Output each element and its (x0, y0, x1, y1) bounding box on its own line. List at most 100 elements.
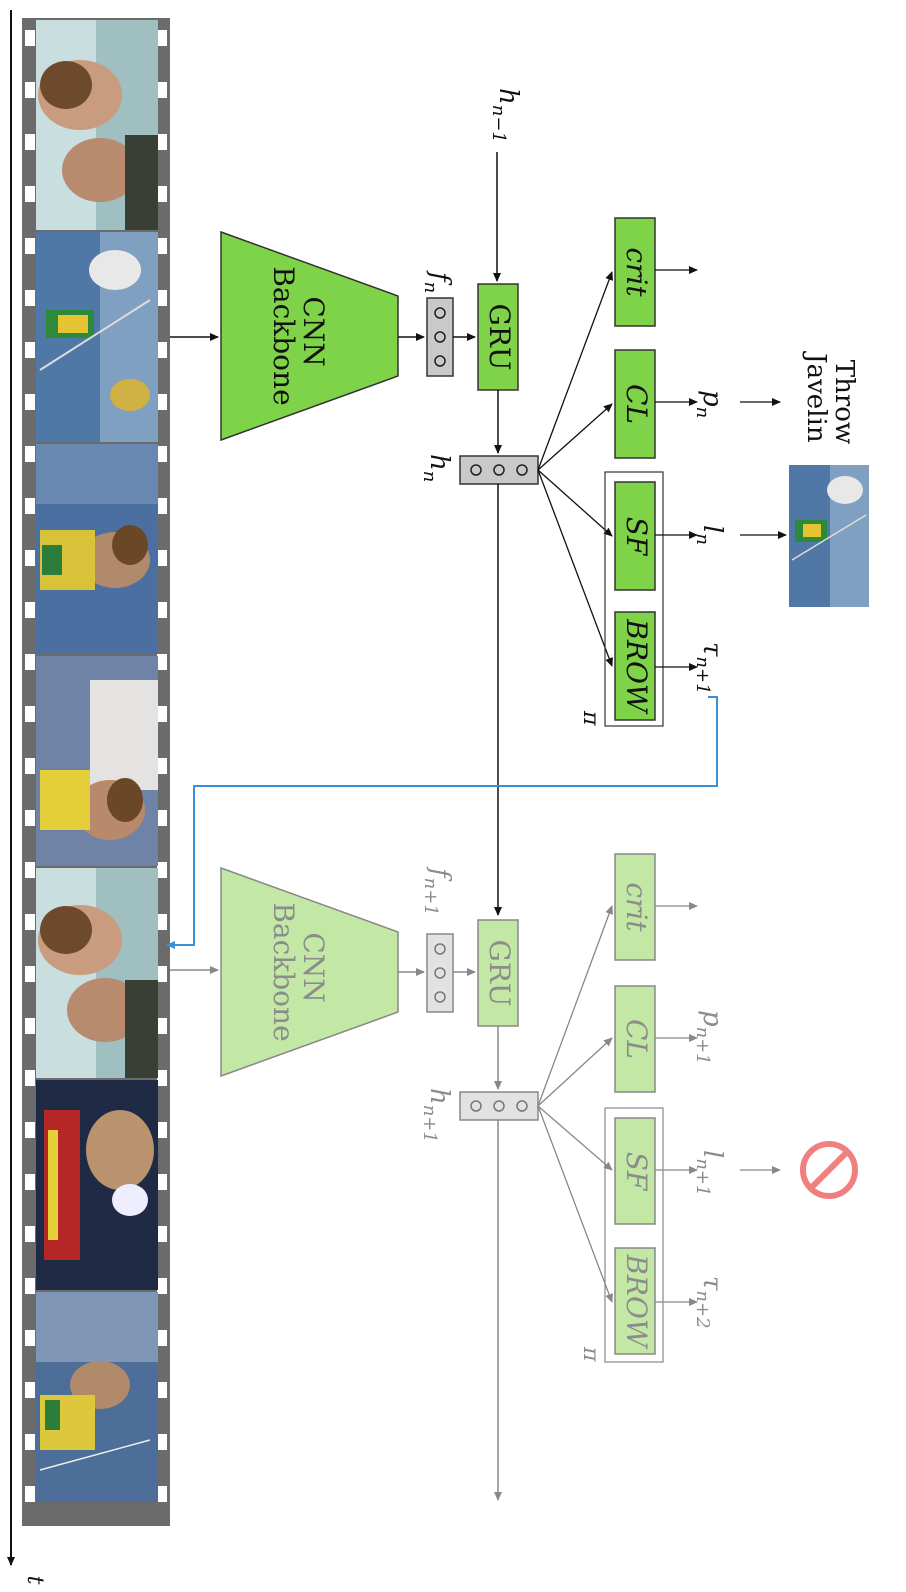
film-sprocket-hole (25, 1278, 35, 1294)
film-sprocket-hole (157, 1174, 167, 1190)
film-sprocket-hole (25, 966, 35, 982)
policy-label: π (578, 710, 603, 726)
film-sprocket-hole (25, 186, 35, 202)
hidden-label-next: hn+1 (419, 1088, 454, 1143)
svg-text:BROW: BROW (620, 618, 653, 715)
film-sprocket-hole (157, 1486, 167, 1502)
svg-text:crit: crit (620, 247, 653, 297)
film-sprocket-hole (157, 706, 167, 722)
film-sprocket-hole (25, 1070, 35, 1086)
head-crit-next: crit (614, 853, 656, 961)
output-tau-next: τn+2 (692, 1276, 727, 1329)
film-sprocket-hole (25, 290, 35, 306)
head-brow: BROW (614, 611, 656, 721)
svg-text:GRU: GRU (483, 939, 516, 1006)
film-sprocket-hole (157, 1330, 167, 1346)
film-sprocket-hole (25, 134, 35, 150)
film-sprocket-hole (25, 1226, 35, 1242)
hidden-state-vector-next (459, 1091, 539, 1121)
film-sprocket-hole (25, 1382, 35, 1398)
film-sprockets (25, 30, 167, 1502)
film-sprocket-hole (157, 446, 167, 462)
film-sprocket-hole (157, 394, 167, 410)
film-sprocket-hole (25, 1330, 35, 1346)
film-sprocket-hole (25, 550, 35, 566)
film-sprocket-hole (25, 602, 35, 618)
selected-frame-thumbnail (789, 465, 869, 607)
video-frame-1 (36, 20, 158, 230)
svg-text:BROW: BROW (620, 1253, 653, 1350)
video-frame-5 (36, 868, 158, 1078)
film-sprocket-hole (157, 30, 167, 46)
film-sprocket-hole (157, 342, 167, 358)
film-sprocket-hole (157, 1018, 167, 1034)
film-sprocket-hole (157, 186, 167, 202)
film-sprocket-hole (157, 914, 167, 930)
film-sprocket-hole (25, 1174, 35, 1190)
film-sprocket-hole (25, 30, 35, 46)
film-sprocket-hole (25, 862, 35, 878)
output-p-next: pn+1 (692, 1010, 727, 1065)
head-cl-next: CL (614, 985, 656, 1093)
film-sprocket-hole (25, 238, 35, 254)
film-sprocket-hole (157, 654, 167, 670)
svg-text:CNN Backbone: CNN Backbone (267, 902, 330, 1041)
film-sprocket-hole (157, 82, 167, 98)
film-sprocket-hole (25, 914, 35, 930)
svg-text:CL: CL (620, 1019, 653, 1059)
film-sprocket-hole (157, 966, 167, 982)
svg-text:Javelin Throw: Javelin Throw (801, 350, 859, 451)
gru-cell: GRU (477, 283, 519, 391)
svg-text:CNN Backbone: CNN Backbone (267, 266, 330, 405)
output-p: pn (692, 390, 727, 418)
film-sprocket-hole (25, 1434, 35, 1450)
film-sprocket-hole (25, 706, 35, 722)
feature-label: fn (420, 270, 455, 293)
svg-text:crit: crit (620, 882, 653, 932)
film-sprocket-hole (157, 498, 167, 514)
film-sprocket-hole (157, 810, 167, 826)
film-sprocket-hole (157, 238, 167, 254)
policy-label-next: π (578, 1346, 603, 1362)
film-sprocket-hole (157, 602, 167, 618)
cnn-backbone-next: CNN Backbone (220, 866, 399, 1078)
head-cl: CL (614, 349, 656, 459)
film-sprocket-hole (25, 394, 35, 410)
feature-vector-next (426, 933, 454, 1013)
output-l-next: ln+1 (692, 1150, 727, 1196)
video-frame-3 (36, 444, 158, 654)
head-sf: SF (614, 481, 656, 591)
svg-text:SF: SF (620, 1152, 653, 1192)
time-axis-label: t (22, 1576, 47, 1585)
svg-text:CL: CL (620, 384, 653, 424)
hidden-label: hn (419, 454, 454, 482)
film-sprocket-hole (157, 134, 167, 150)
film-sprocket-hole (25, 498, 35, 514)
film-sprocket-hole (25, 810, 35, 826)
film-sprocket-hole (25, 342, 35, 358)
film-sprocket-hole (157, 1434, 167, 1450)
policy-group-next: π (578, 1107, 664, 1363)
output-tau: τn+1 (692, 642, 727, 695)
video-frame-2 (36, 232, 158, 442)
film-strip (22, 18, 170, 1526)
policy-group: π (578, 471, 664, 727)
video-frame-7 (36, 1292, 158, 1502)
head-crit: crit (614, 217, 656, 327)
step-n: CNN Backbone fn GRU hn−1 (166, 88, 869, 949)
hidden-state-vector (459, 455, 539, 485)
hidden-prev-label: hn−1 (488, 88, 523, 143)
cnn-backbone: CNN Backbone (220, 230, 399, 442)
film-sprocket-hole (25, 1018, 35, 1034)
film-sprocket-hole (25, 1486, 35, 1502)
film-sprocket-hole (157, 290, 167, 306)
film-sprocket-hole (157, 1382, 167, 1398)
time-axis: t (7, 10, 47, 1585)
head-brow-next: BROW (614, 1247, 656, 1355)
film-sprocket-hole (25, 82, 35, 98)
feature-vector (426, 297, 454, 377)
video-frame-4 (36, 656, 158, 866)
skip-arrow (166, 696, 718, 949)
gru-cell-next: GRU (477, 919, 519, 1027)
